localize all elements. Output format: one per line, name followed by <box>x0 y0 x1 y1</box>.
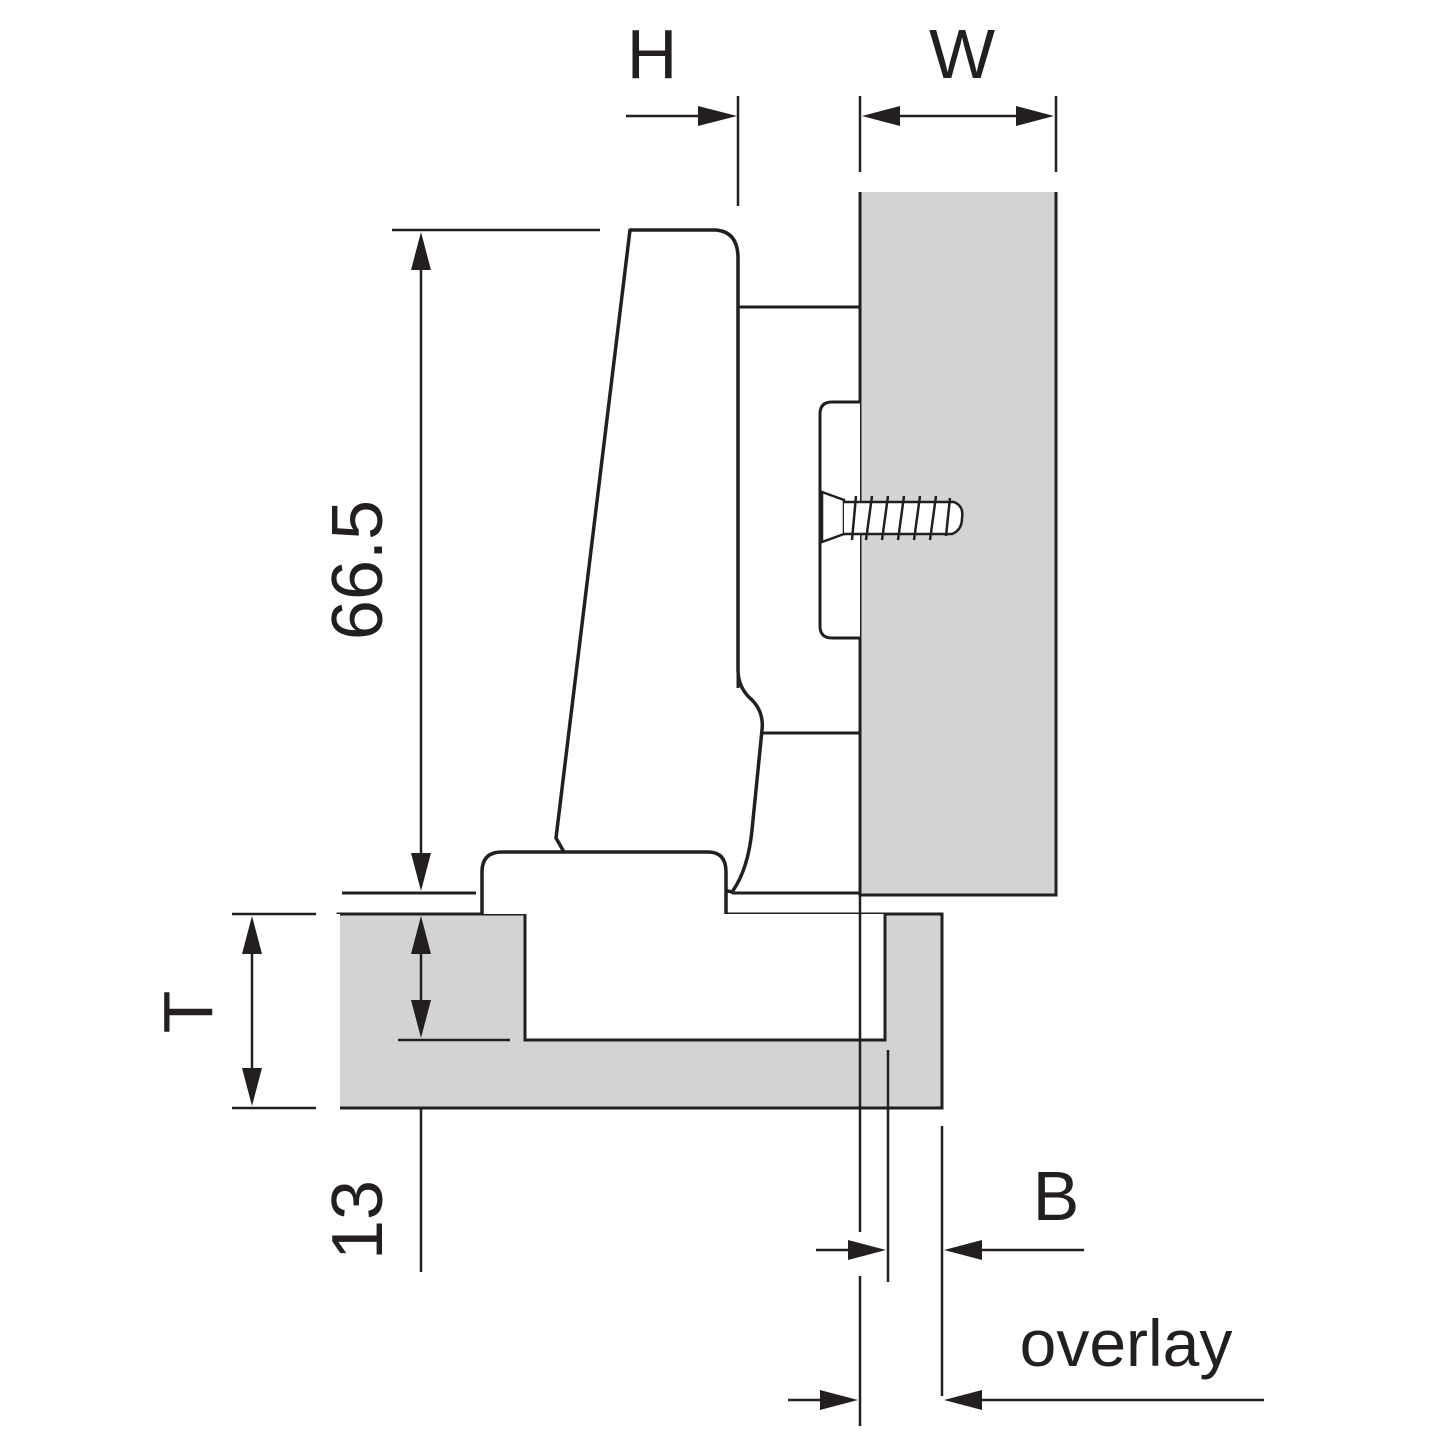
b-dimension <box>816 895 1084 1396</box>
mounting-screw-icon <box>820 490 964 544</box>
hinge-arm <box>554 228 765 894</box>
overlay-dimension <box>788 1276 1264 1426</box>
overlay-label: overlay <box>1020 1306 1233 1380</box>
b-label: B <box>1033 1157 1080 1235</box>
cup-depth-dimension <box>398 916 510 1272</box>
height-dimension <box>392 228 600 891</box>
w-dimension <box>858 96 1058 172</box>
hinge-cup-dome <box>480 850 728 914</box>
hinge-cup-bore <box>523 914 887 1042</box>
h-dimension <box>626 96 740 206</box>
cabinet-side-panel <box>858 188 1058 897</box>
w-label: W <box>929 15 995 93</box>
mounting-plate <box>736 305 860 735</box>
t-dimension <box>232 912 316 1110</box>
height-dimension-label: 66.5 <box>318 500 398 640</box>
h-label: H <box>627 15 678 93</box>
t-label: T <box>149 991 227 1034</box>
cup-depth-label: 13 <box>318 1180 398 1260</box>
